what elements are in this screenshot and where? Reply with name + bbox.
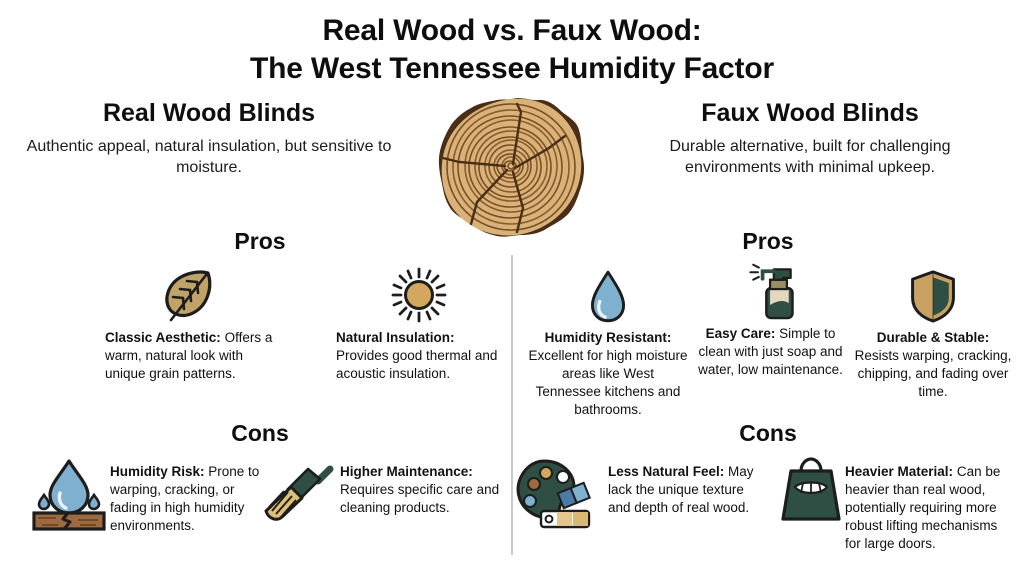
column-right: Faux Wood Blinds Durable alternative, bu… (512, 99, 1024, 178)
left-cons-item-2: Higher Maintenance: Requires specific ca… (340, 458, 505, 517)
column-divider (511, 255, 513, 555)
right-cons-item-1: Less Natural Feel: May lack the unique t… (608, 458, 768, 517)
right-cons-item-1-desc: May lack the unique texture and depth of… (608, 464, 754, 515)
left-cons-item-1-text: Humidity Risk: Prone to warping, crackin… (110, 463, 275, 535)
left-cons-item-2-desc: Requires specific care and cleaning prod… (340, 481, 500, 515)
heavy-weight-icon (775, 455, 847, 525)
leaf-icon (105, 262, 275, 324)
column-left: Real Wood Blinds Authentic appeal, natur… (0, 99, 512, 178)
right-pros-item-1-label: Humidity Resistant: (544, 330, 672, 345)
right-pros-item-3-label: Durable & Stable: (876, 330, 990, 345)
left-cons-item-1-label: Humidity Risk: (110, 464, 205, 479)
left-cons-item-1-desc: Prone to warping, cracking, or fading in… (110, 464, 260, 533)
right-column-heading: Faux Wood Blinds (701, 98, 919, 127)
right-pros-item-2-desc: Simple to clean with just soap and water… (698, 326, 843, 377)
left-column-heading: Real Wood Blinds (102, 98, 316, 127)
right-pros-item-3-text: Durable & Stable: Resists warping, crack… (853, 329, 1013, 401)
right-pros-item-2-label: Easy Care: (705, 326, 776, 341)
left-pros-item-2-label: Natural Insulation: (336, 330, 455, 345)
left-pros-item-2-desc: Provides good thermal and acoustic insul… (336, 347, 498, 381)
water-drop-icon (528, 262, 688, 324)
left-cons-item-2-label: Higher Maintenance: (340, 464, 473, 479)
title-line-1: Real Wood vs. Faux Wood: (322, 14, 702, 47)
spray-bottle-icon (693, 258, 848, 320)
right-cons-item-2-text: Heavier Material: Can be heavier than re… (845, 463, 1015, 553)
color-palette-icon (508, 455, 594, 531)
right-cons-item-2-desc: Can be heavier than real wood, potential… (845, 464, 1001, 551)
right-cons-item-1-text: Less Natural Feel: May lack the unique t… (608, 463, 768, 517)
right-pros-item-1-desc: Excellent for high moisture areas like W… (528, 347, 688, 417)
left-pros-item-1-text: Classic Aesthetic: Offers a warm, natura… (105, 329, 275, 383)
right-pros-item-3: Durable & Stable: Resists warping, crack… (853, 262, 1013, 401)
right-pros-item-2-text: Easy Care: Simple to clean with just soa… (693, 325, 848, 379)
right-cons-label: Cons (739, 420, 797, 446)
right-cons-item-2-label: Heavier Material: (845, 464, 954, 479)
left-cons-item-2-text: Higher Maintenance: Requires specific ca… (340, 463, 505, 517)
left-pros-item-2-text: Natural Insulation: Provides good therma… (336, 329, 501, 383)
right-column-subheading: Durable alternative, built for challengi… (669, 137, 951, 176)
sun-icon (336, 262, 501, 324)
left-pros-item-1: Classic Aesthetic: Offers a warm, natura… (105, 262, 275, 383)
water-damaged-wood-icon (28, 455, 110, 533)
shield-icon (853, 262, 1013, 324)
right-pros-label: Pros (742, 228, 794, 254)
left-cons-label: Cons (231, 420, 289, 446)
column-headers: Real Wood Blinds Authentic appeal, natur… (0, 99, 1024, 178)
right-pros-item-3-desc: Resists warping, cracking, chipping, and… (854, 347, 1012, 399)
right-cons-item-2: Heavier Material: Can be heavier than re… (845, 458, 1015, 553)
page-title: Real Wood vs. Faux Wood: The West Tennes… (0, 0, 1024, 89)
right-pros-item-1: Humidity Resistant: Excellent for high m… (528, 262, 688, 419)
right-cons-item-1-label: Less Natural Feel: (608, 464, 725, 479)
left-pros-label: Pros (234, 228, 286, 254)
left-pros-item-2: Natural Insulation: Provides good therma… (336, 262, 501, 383)
left-pros-item-1-label: Classic Aesthetic: (105, 330, 221, 345)
left-pros-item-1-desc: Offers a warm, natural look with unique … (105, 330, 273, 381)
broom-icon (258, 455, 340, 533)
title-line-2: The West Tennessee Humidity Factor (250, 52, 774, 86)
left-column-subheading: Authentic appeal, natural insulation, bu… (26, 137, 392, 176)
right-pros-item-2: Easy Care: Simple to clean with just soa… (693, 258, 848, 379)
right-pros-item-1-text: Humidity Resistant: Excellent for high m… (528, 329, 688, 419)
left-cons-item-1: Humidity Risk: Prone to warping, crackin… (110, 458, 275, 535)
